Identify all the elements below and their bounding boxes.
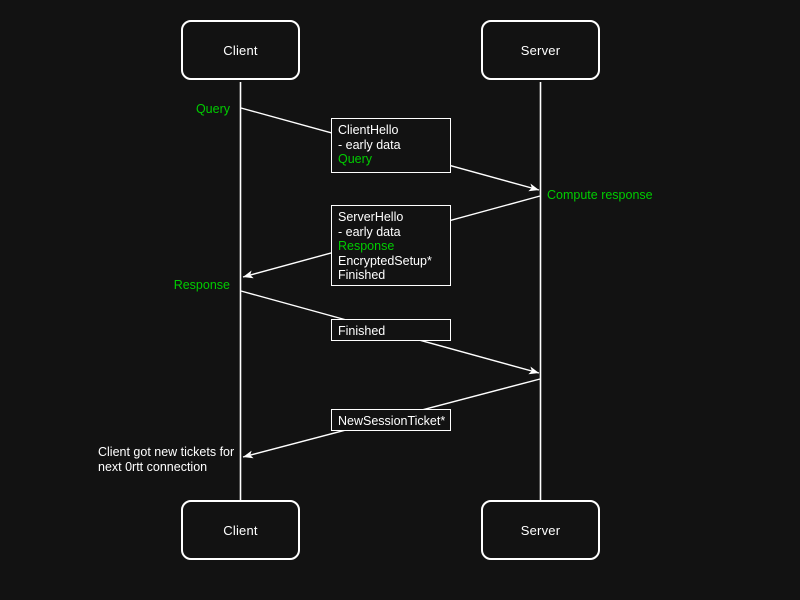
note-query: Query	[110, 102, 230, 117]
actor-label-server-top: Server	[520, 42, 561, 58]
message-line: - early data	[338, 224, 401, 239]
actor-box-client-top[interactable]: Client	[181, 20, 300, 80]
note-client-tickets-line1: Client got new tickets for	[98, 445, 235, 459]
message-line: NewSessionTicket*	[338, 414, 446, 428]
note-compute-response: Compute response	[547, 188, 653, 203]
note-query-text: Query	[195, 102, 230, 116]
message-box-server-hello[interactable]: ServerHello - early data Response Encryp…	[331, 205, 451, 286]
actor-label-client-bottom: Client	[223, 522, 258, 538]
message-line: Response	[338, 239, 395, 254]
message-box-finished[interactable]: Finished	[331, 319, 451, 341]
note-client-tickets-line2: next 0rtt connection	[98, 460, 208, 474]
message-line: Query	[338, 152, 373, 167]
message-line: Finished	[338, 324, 386, 338]
note-client-tickets: Client got new tickets for next 0rtt con…	[98, 445, 234, 475]
actor-label-server-bottom: Server	[520, 522, 561, 538]
note-compute-response-text: Compute response	[547, 188, 653, 202]
actor-label-client-top: Client	[223, 42, 258, 58]
message-line: EncryptedSetup*	[338, 253, 432, 268]
message-box-client-hello[interactable]: ClientHello - early data Query	[331, 118, 451, 173]
note-response-text: Response	[173, 278, 230, 292]
note-response: Response	[110, 278, 230, 293]
message-box-new-session-ticket[interactable]: NewSessionTicket*	[331, 409, 451, 431]
actor-box-server-bottom[interactable]: Server	[481, 500, 600, 560]
message-line: - early data	[338, 137, 401, 152]
message-line: ClientHello	[338, 123, 399, 137]
message-line: ServerHello	[338, 210, 404, 224]
actor-box-client-bottom[interactable]: Client	[181, 500, 300, 560]
message-line: Finished	[338, 268, 386, 283]
actor-box-server-top[interactable]: Server	[481, 20, 600, 80]
